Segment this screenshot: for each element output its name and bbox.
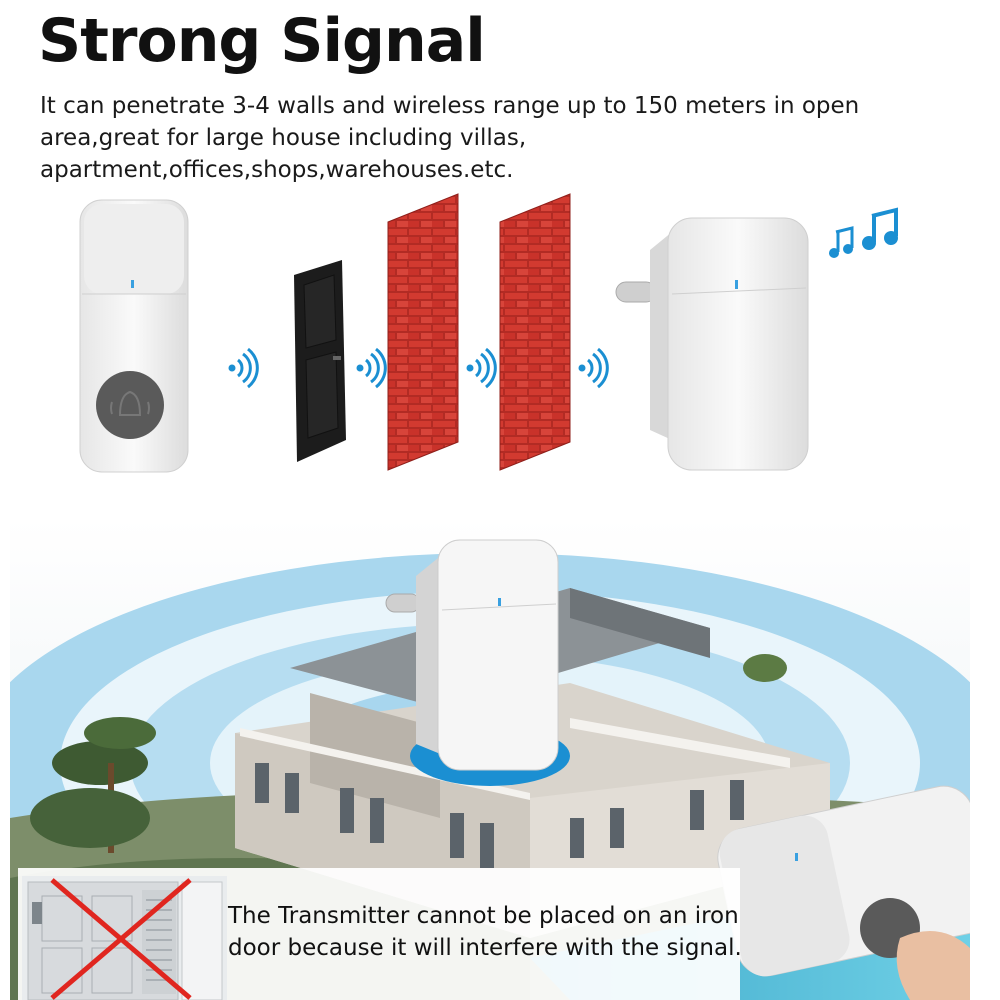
transmitter-device (79, 199, 189, 473)
brick-wall (499, 193, 571, 471)
wifi-signal-icon (465, 347, 497, 389)
door-obstacle (294, 260, 346, 462)
wifi-signal-icon (355, 347, 387, 389)
finger-pressing (896, 930, 970, 1000)
page-description: It can penetrate 3-4 walls and wireless … (40, 93, 860, 183)
iron-door-thumbnail (22, 876, 227, 1000)
warning-note: The Transmitter cannot be placed on an i… (18, 868, 742, 1000)
music-notes-icon (829, 207, 898, 258)
cross-icon (50, 878, 192, 1000)
bell-icon (110, 390, 150, 416)
receiver-device (615, 217, 809, 471)
coverage-scene (10, 518, 970, 1000)
receiver-device (385, 539, 559, 771)
page-title: Strong Signal (38, 6, 486, 76)
wifi-signal-icon (577, 347, 609, 389)
wifi-signal-icon (227, 347, 259, 389)
transmitter-device (717, 785, 970, 977)
signal-diagram (79, 193, 898, 473)
warning-note-text: The Transmitter cannot be placed on an i… (228, 903, 742, 961)
brick-wall (387, 193, 459, 471)
